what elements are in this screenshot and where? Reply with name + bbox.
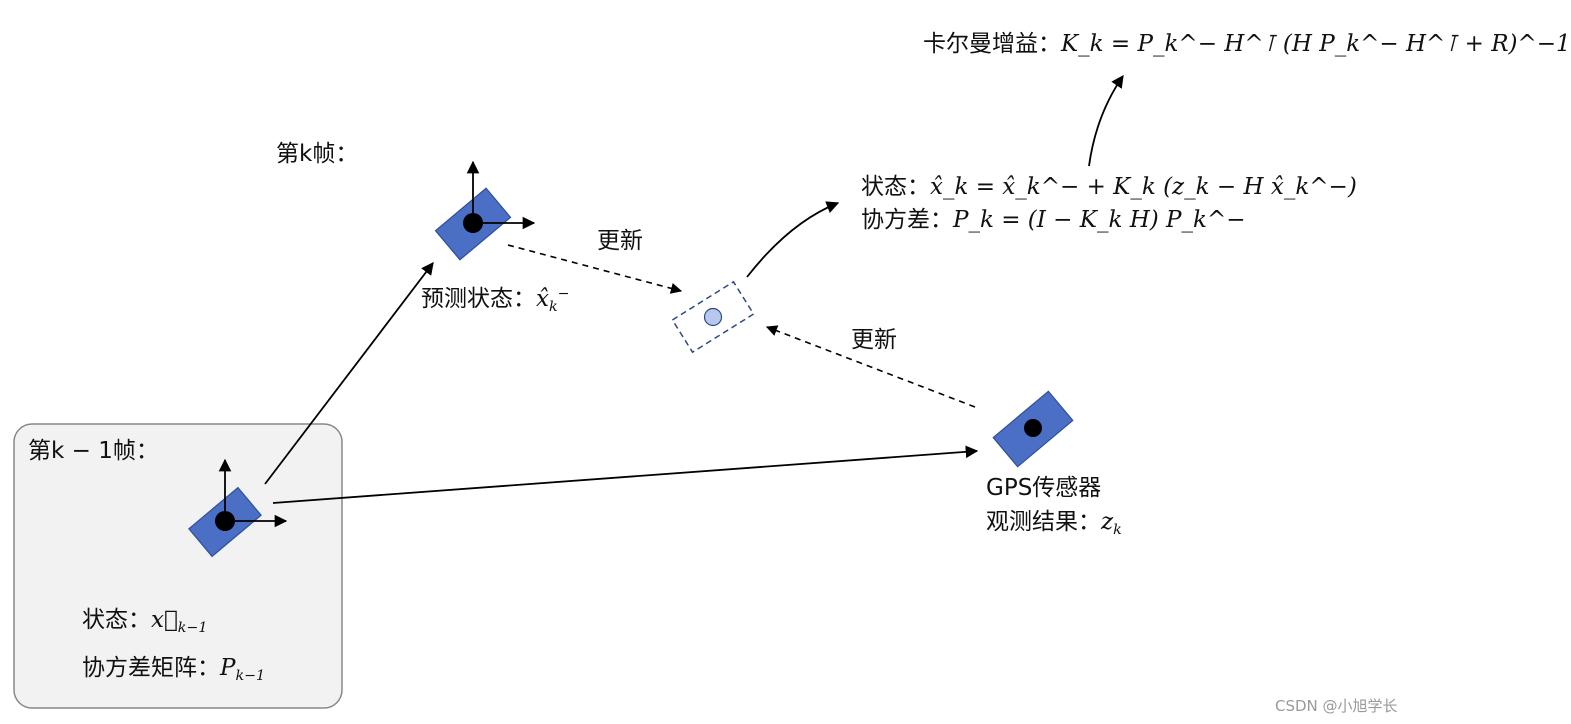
arrow-to-kalman-gain bbox=[1088, 74, 1124, 167]
gps-obs-subscript: k bbox=[1113, 521, 1122, 538]
gps-title: GPS传感器 bbox=[986, 474, 1101, 504]
vehicle-prev-center-dot bbox=[215, 511, 235, 531]
kalman-gain-line: 卡尔曼增益：K_k = P_k^− H^⊺ (H P_k^− H^⊺ + R)^… bbox=[923, 30, 1571, 60]
updated-cov-line: 协方差：P_k = (I − K_k H) P_k^− bbox=[861, 206, 1246, 236]
gps-obs-var: z bbox=[1101, 509, 1114, 535]
diagram-canvas: 第k − 1帧： 状态：x⃗k−1 协方差矩阵：Pk−1 第k帧： 预测状态：x… bbox=[13, 31, 1571, 716]
curr-frame-title: 第k帧： bbox=[276, 140, 358, 170]
arrow-prev-to-predicted bbox=[264, 261, 434, 485]
prev-cov-line: 协方差矩阵：Pk−1 bbox=[82, 654, 265, 686]
gps-obs-symbol: zk bbox=[1101, 509, 1122, 538]
arrow-prev-to-gps bbox=[272, 445, 979, 504]
prev-cov-symbol: Pk−1 bbox=[220, 655, 266, 684]
prev-state-line: 状态：x⃗k−1 bbox=[82, 606, 207, 638]
vehicle-gps bbox=[992, 390, 1074, 468]
fused-estimate bbox=[671, 280, 755, 354]
dashed-arrow-update-from-gps bbox=[765, 325, 976, 408]
updated-state-line: 状态：x̂_k = x̂_k^− + K_k (z_k − H x̂_k^−) bbox=[861, 173, 1357, 203]
predicted-state-subscript: k bbox=[548, 298, 558, 315]
update-label-bottom-text: 更新 bbox=[851, 327, 897, 353]
dashed-arrow-update-from-prediction bbox=[507, 244, 683, 294]
diagram-graphics bbox=[13, 74, 1124, 709]
gps-title-text: GPS传感器 bbox=[986, 475, 1102, 501]
curr-frame-title-text: 第k帧： bbox=[276, 141, 359, 167]
vehicle-predicted bbox=[434, 160, 536, 261]
kalman-gain-formula: K_k = P_k^− H^⊺ (H P_k^− H^⊺ + R)^−1 bbox=[1061, 31, 1571, 57]
prev-cov-var: P bbox=[220, 655, 236, 681]
prev-cov-label: 协方差矩阵： bbox=[82, 655, 220, 681]
arrow-to-updated-state bbox=[746, 201, 840, 278]
prev-frame-title: 第k − 1帧： bbox=[28, 437, 159, 467]
prev-frame-title-text: 第k − 1帧： bbox=[28, 438, 159, 464]
updated-cov-label: 协方差： bbox=[861, 207, 953, 233]
predicted-state-symbol: x̂k− bbox=[536, 286, 570, 315]
fused-estimate-dot bbox=[703, 307, 723, 327]
vehicle-prev bbox=[188, 458, 288, 558]
updated-state-formula: x̂_k = x̂_k^− + K_k (z_k − H x̂_k^−) bbox=[930, 174, 1357, 200]
prev-state-symbol: x⃗k−1 bbox=[151, 607, 208, 636]
fused-estimate-box bbox=[671, 280, 755, 354]
prev-state-subscript: k−1 bbox=[177, 619, 208, 636]
gps-obs-line: 观测结果：zk bbox=[986, 508, 1122, 540]
update-label-top-text: 更新 bbox=[597, 228, 643, 254]
gps-obs-label: 观测结果： bbox=[986, 509, 1101, 535]
predicted-state-label: 预测状态： bbox=[421, 286, 536, 312]
predicted-state-line: 预测状态：x̂k− bbox=[421, 285, 570, 317]
vehicle-predicted-center-dot bbox=[463, 213, 483, 233]
updated-state-label: 状态： bbox=[861, 174, 930, 200]
watermark-text: CSDN @小旭学长 bbox=[1275, 697, 1398, 715]
kalman-gain-label: 卡尔曼增益： bbox=[923, 31, 1061, 57]
predicted-state-superscript: − bbox=[557, 286, 570, 303]
prev-frame-panel bbox=[13, 423, 343, 709]
predicted-state-var: x̂ bbox=[536, 286, 549, 312]
prev-state-var: x⃗ bbox=[151, 607, 178, 633]
prev-cov-subscript: k−1 bbox=[235, 667, 266, 684]
watermark: CSDN @小旭学长 bbox=[1275, 695, 1398, 716]
updated-cov-formula: P_k = (I − K_k H) P_k^− bbox=[953, 207, 1246, 233]
update-label-bottom: 更新 bbox=[851, 326, 897, 356]
vehicle-gps-center-dot bbox=[1024, 419, 1042, 437]
update-label-top: 更新 bbox=[597, 227, 643, 257]
prev-state-label: 状态： bbox=[82, 607, 151, 633]
